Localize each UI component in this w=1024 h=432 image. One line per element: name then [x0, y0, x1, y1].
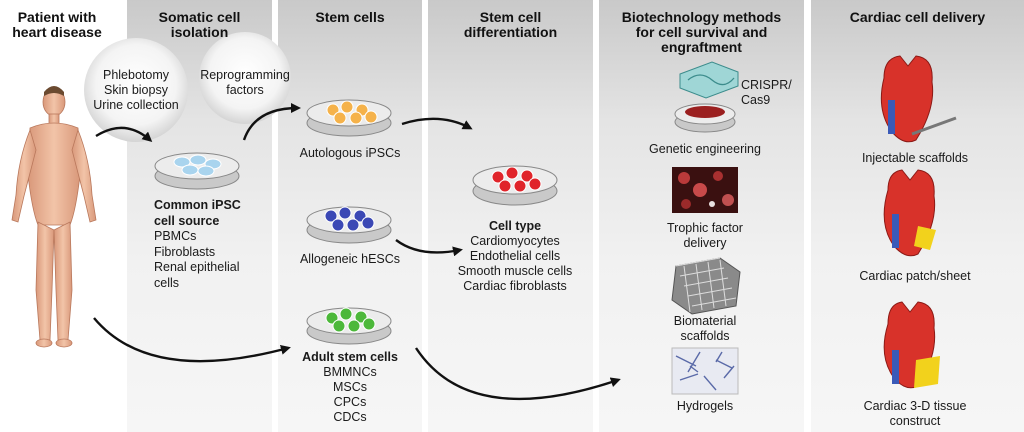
arrow-adult-to-biotech — [414, 347, 621, 401]
hydrogels-label: Hydrogels — [676, 399, 734, 413]
crispr-icon — [679, 61, 739, 99]
cell-type-list: Cell type Cardiomyocytes Endothelial cel… — [457, 219, 573, 293]
crispr-label: CRISPR/Cas9 — [741, 78, 792, 107]
arrow-patient-to-adult — [93, 317, 291, 363]
allogeneic-hesc-dish — [306, 206, 392, 244]
adult-stem-cell-dish — [306, 307, 392, 345]
arrow-patient-to-somatic — [95, 126, 153, 142]
injectable-scaffolds-label: Injectable scaffolds — [861, 151, 969, 165]
differentiated-cell-dish — [472, 165, 558, 206]
title-stem-cells: Stem cells — [315, 9, 385, 25]
genetic-engineering-label: Genetic engineering — [649, 142, 761, 156]
panel-differentiation — [428, 0, 593, 432]
trophic-factor-icon — [672, 167, 738, 213]
somatic-bubble — [84, 38, 188, 142]
arrow-ipsc-to-differentiation — [401, 117, 473, 130]
patient-figure — [11, 86, 97, 348]
arrow-somatic-to-ipsc — [242, 103, 301, 141]
genetic-engineering-dish-icon — [674, 103, 736, 133]
somatic-petri-dish — [154, 152, 240, 190]
heart-injectable-icon — [880, 55, 957, 143]
adult-stem-cell-list: Adult stem cells BMMNCs MSCs CPCs CDCs — [302, 350, 398, 424]
autologous-ipsc-dish — [306, 99, 392, 137]
autologous-ipsc-label: Autologous iPSCs — [299, 146, 401, 160]
somatic-source-list: Common iPSC cell source PBMCs Fibroblast… — [154, 198, 241, 290]
arrow-hesc-to-differentiation — [395, 239, 463, 257]
flow-arrows — [93, 103, 621, 401]
title-delivery: Cardiac cell delivery — [849, 9, 986, 25]
hydrogel-icon — [671, 347, 739, 395]
allogeneic-hesc-label: Allogeneic hESCs — [299, 252, 401, 266]
heart-3d-construct-icon — [883, 301, 940, 389]
reprogramming-bubble — [199, 32, 291, 124]
cardiac-patch-label: Cardiac patch/sheet — [859, 269, 971, 283]
heart-patch-icon — [883, 169, 936, 257]
biomaterial-scaffold-icon — [671, 257, 741, 315]
